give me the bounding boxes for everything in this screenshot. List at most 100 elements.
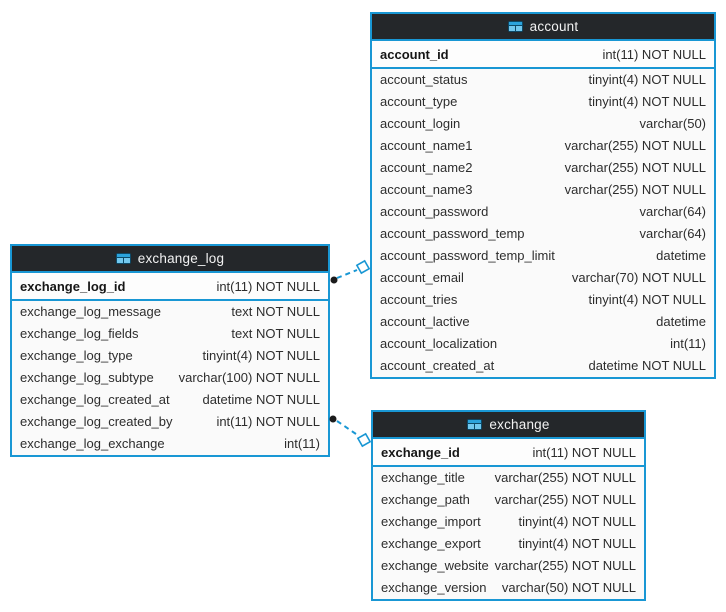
column-name: account_id <box>380 46 449 62</box>
column-name: exchange_log_created_by <box>20 414 173 429</box>
table-row: exchange_import tinyint(4) NOT NULL <box>373 511 644 533</box>
column-type: int(11) NOT NULL <box>216 414 320 429</box>
column-name: exchange_export <box>381 536 481 551</box>
column-name: exchange_log_id <box>20 278 126 294</box>
column-type: tinyint(4) NOT NULL <box>518 536 636 551</box>
column-name: account_type <box>380 94 458 109</box>
relationship-exchange-log-exchange[interactable] <box>329 415 372 448</box>
table-row: account_tries tinyint(4) NOT NULL <box>372 289 714 311</box>
table-body: exchange_title varchar(255) NOT NULL exch… <box>373 467 644 599</box>
primary-key-row: exchange_id int(11) NOT NULL <box>373 439 644 467</box>
table-exchange[interactable]: exchange exchange_id int(11) NOT NULL ex… <box>371 410 646 601</box>
column-name: account_tries <box>380 292 458 307</box>
column-type: varchar(255) NOT NULL <box>494 558 636 573</box>
column-name: exchange_log_subtype <box>20 370 154 385</box>
column-type: datetime <box>656 314 706 329</box>
column-type: text NOT NULL <box>231 326 320 341</box>
table-exchange-log[interactable]: exchange_log exchange_log_id int(11) NOT… <box>10 244 330 457</box>
table-row: exchange_log_fields text NOT NULL <box>12 323 328 345</box>
table-exchange-log-header[interactable]: exchange_log <box>12 246 328 273</box>
connector-endpoint-dot <box>329 415 337 423</box>
column-type: int(11) <box>670 336 706 351</box>
column-name: account_name3 <box>380 182 473 197</box>
column-name: exchange_import <box>381 514 481 529</box>
column-type: varchar(255) NOT NULL <box>564 138 706 153</box>
column-name: exchange_log_message <box>20 304 161 319</box>
primary-key-row: exchange_log_id int(11) NOT NULL <box>12 273 328 301</box>
column-type: varchar(50) NOT NULL <box>501 580 636 595</box>
table-row: account_created_at datetime NOT NULL <box>372 355 714 377</box>
column-type: varchar(255) NOT NULL <box>494 470 636 485</box>
table-row: account_password_temp_limit datetime <box>372 245 714 267</box>
table-row: account_localization int(11) <box>372 333 714 355</box>
table-row: account_name3 varchar(255) NOT NULL <box>372 179 714 201</box>
table-row: account_type tinyint(4) NOT NULL <box>372 91 714 113</box>
table-row: exchange_log_message text NOT NULL <box>12 301 328 323</box>
column-type: tinyint(4) NOT NULL <box>518 514 636 529</box>
table-title: account <box>529 19 579 34</box>
column-name: account_email <box>380 270 464 285</box>
table-account-header[interactable]: account <box>372 14 714 41</box>
column-type: varchar(64) <box>639 204 706 219</box>
table-account[interactable]: account account_id int(11) NOT NULL acco… <box>370 12 716 379</box>
column-name: account_name1 <box>380 138 473 153</box>
column-type: int(11) NOT NULL <box>216 278 320 294</box>
column-type: datetime NOT NULL <box>588 358 706 373</box>
table-row: exchange_export tinyint(4) NOT NULL <box>373 533 644 555</box>
table-row: account_login varchar(50) <box>372 113 714 135</box>
column-type: datetime <box>656 248 706 263</box>
column-type: tinyint(4) NOT NULL <box>588 72 706 87</box>
column-type: varchar(255) NOT NULL <box>564 160 706 175</box>
column-name: account_status <box>380 72 468 87</box>
column-type: tinyint(4) NOT NULL <box>202 348 320 363</box>
column-type: text NOT NULL <box>231 304 320 319</box>
column-name: account_login <box>380 116 461 131</box>
table-row: account_name1 varchar(255) NOT NULL <box>372 135 714 157</box>
table-icon <box>467 419 483 430</box>
connector-endpoint-diamond <box>355 259 371 275</box>
column-type: varchar(70) NOT NULL <box>571 270 706 285</box>
column-type: datetime NOT NULL <box>202 392 320 407</box>
table-icon <box>115 253 131 264</box>
table-row: exchange_log_type tinyint(4) NOT NULL <box>12 345 328 367</box>
column-name: exchange_id <box>381 444 460 460</box>
column-name: exchange_path <box>381 492 470 507</box>
table-row: account_name2 varchar(255) NOT NULL <box>372 157 714 179</box>
connector-endpoint-dot <box>330 276 338 284</box>
column-name: account_name2 <box>380 160 473 175</box>
relationship-exchange-log-account[interactable] <box>330 259 371 284</box>
table-row: account_email varchar(70) NOT NULL <box>372 267 714 289</box>
table-row: exchange_version varchar(50) NOT NULL <box>373 577 644 599</box>
connector-endpoint-diamond <box>356 432 372 448</box>
column-type: int(11) <box>284 436 320 451</box>
primary-key-row: account_id int(11) NOT NULL <box>372 41 714 69</box>
column-name: account_password_temp_limit <box>380 248 555 263</box>
column-name: account_localization <box>380 336 498 351</box>
table-row: exchange_path varchar(255) NOT NULL <box>373 489 644 511</box>
table-row: exchange_log_created_by int(11) NOT NULL <box>12 411 328 433</box>
column-type: tinyint(4) NOT NULL <box>588 292 706 307</box>
column-type: varchar(255) NOT NULL <box>564 182 706 197</box>
column-name: exchange_log_fields <box>20 326 139 341</box>
column-name: exchange_version <box>381 580 487 595</box>
column-type: tinyint(4) NOT NULL <box>588 94 706 109</box>
column-name: account_created_at <box>380 358 495 373</box>
table-title: exchange_log <box>137 251 225 266</box>
column-name: exchange_title <box>381 470 465 485</box>
table-row: exchange_website varchar(255) NOT NULL <box>373 555 644 577</box>
column-name: exchange_log_type <box>20 348 133 363</box>
table-icon <box>507 21 523 32</box>
column-type: int(11) NOT NULL <box>602 46 706 62</box>
table-exchange-header[interactable]: exchange <box>373 412 644 439</box>
column-name: exchange_website <box>381 558 489 573</box>
column-type: varchar(50) <box>639 116 706 131</box>
column-type: varchar(255) NOT NULL <box>494 492 636 507</box>
column-type: int(11) NOT NULL <box>532 444 636 460</box>
